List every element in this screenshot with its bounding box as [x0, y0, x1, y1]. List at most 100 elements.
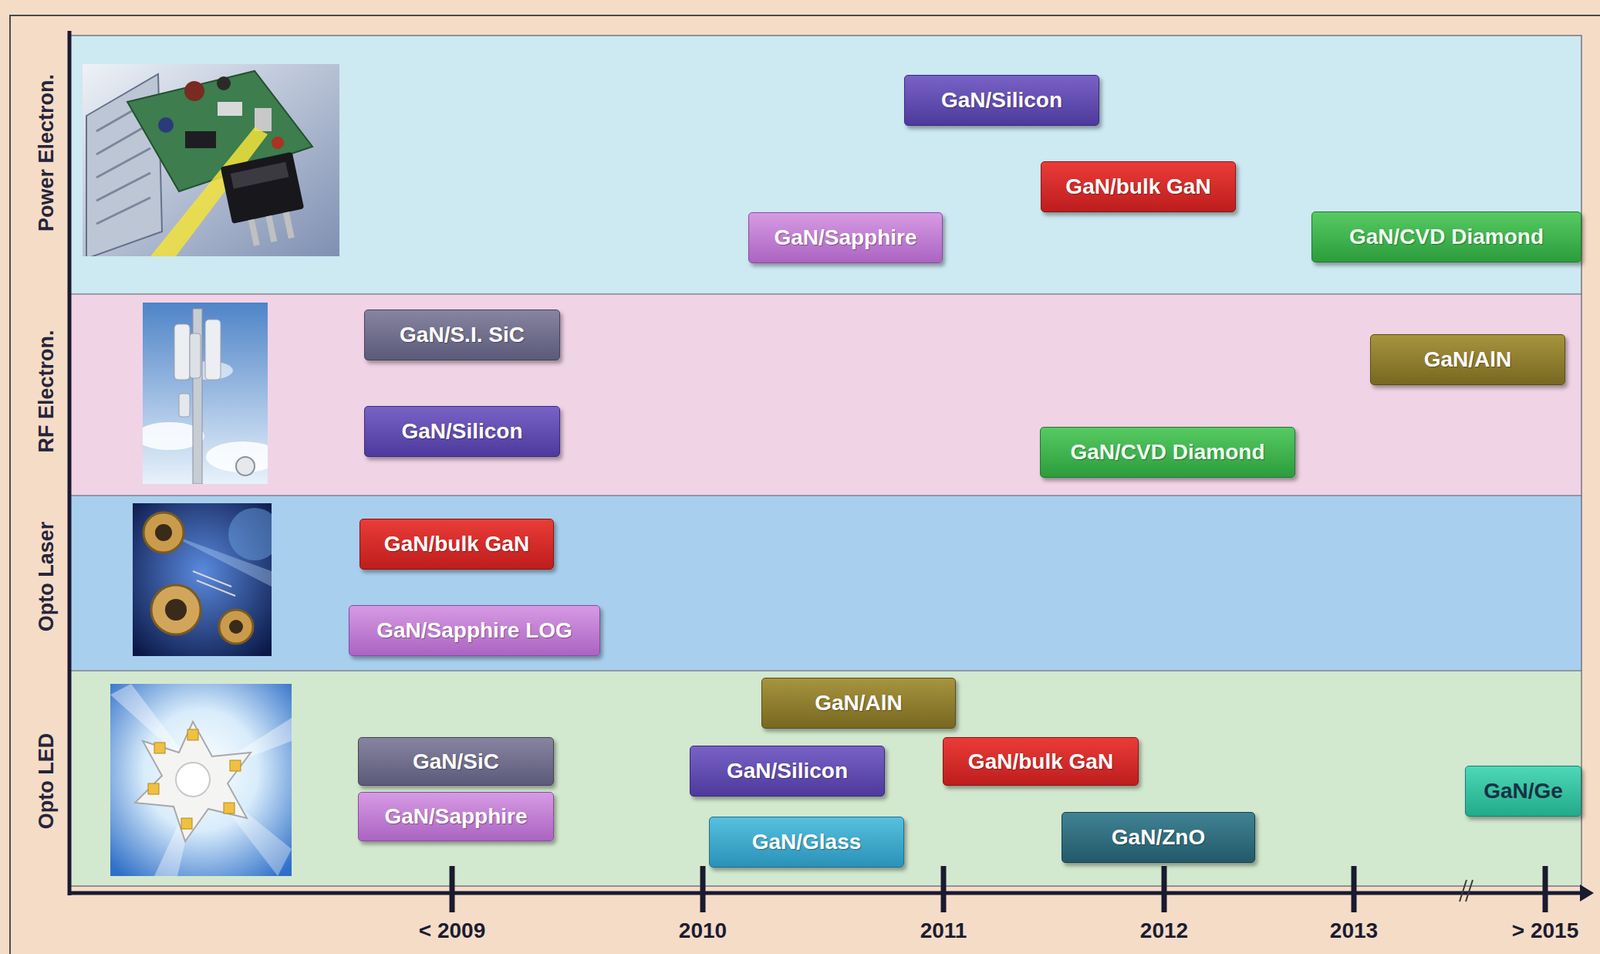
- box-label: GaN/bulk GaN: [968, 749, 1114, 774]
- substrate-box: GaN/Sapphire: [748, 212, 943, 264]
- technology-band: RF Electron.GaN/S.I. SiCGaN/AlNGaN/Silic…: [69, 293, 1582, 496]
- box-label: GaN/Silicon: [726, 758, 848, 784]
- band-heading: Opto Laser: [34, 521, 59, 632]
- led-photo-part: [154, 742, 166, 753]
- box-label: GaN/bulk GaN: [1065, 174, 1211, 200]
- box-label: GaN/CVD Diamond: [1349, 224, 1544, 250]
- laser-diode-photo-part: [229, 619, 244, 634]
- substrate-box: GaN/Silicon: [689, 745, 885, 797]
- power-electronics-photo-part: [184, 81, 205, 102]
- box-label: GaN/Silicon: [401, 418, 523, 444]
- substrate-box: GaN/Silicon: [364, 405, 561, 457]
- box-label: GaN/SiC: [412, 749, 500, 774]
- laser-diode-photo: [132, 502, 272, 656]
- axis-year-label: 2012: [1140, 918, 1189, 943]
- box-label: GaN/CVD Diamond: [1070, 439, 1265, 465]
- power-electronics-photo-part: [271, 136, 284, 149]
- time-axis-part: [1579, 884, 1594, 902]
- power-electronics-photo-part-part: [220, 151, 305, 224]
- time-axis-part: [941, 865, 947, 912]
- led-photo-part: [229, 759, 241, 771]
- laser-diode-photo-part: [151, 584, 201, 635]
- axis-year-label: < 2009: [418, 918, 486, 943]
- power-electronics-photo-part-part: [283, 211, 295, 239]
- led-photo-part: [110, 683, 292, 876]
- power-electronics-photo-part: [158, 117, 174, 133]
- band-grounds-part: [69, 293, 1582, 496]
- power-electronics-photo: [82, 64, 340, 257]
- power-electronics-photo-part-part: [248, 219, 260, 247]
- laser-diode-photo-part: [155, 523, 173, 541]
- substrate-box: GaN/Sapphire: [357, 791, 554, 841]
- box-label: GaN/ZnO: [1111, 824, 1206, 850]
- substrate-box: GaN/Ge: [1464, 765, 1582, 817]
- power-electronics-photo-part-part: [230, 162, 290, 190]
- band-heading: Power Electron.: [34, 74, 59, 232]
- substrate-box: GaN/CVD Diamond: [1039, 426, 1296, 478]
- axis-break-mark: [1459, 879, 1473, 902]
- substrate-box: GaN/Silicon: [904, 74, 1100, 126]
- substrate-box: GaN/CVD Diamond: [1311, 211, 1582, 263]
- band-grounds-part: [69, 293, 1582, 294]
- laser-diode-photo-part: [143, 512, 184, 553]
- band-grounds-part: [69, 495, 1582, 671]
- band-grounds-part: [69, 494, 1582, 496]
- time-axis-part: [1542, 865, 1549, 912]
- substrate-box: GaN/Glass: [708, 816, 905, 868]
- rf-antenna-photo-part: [205, 319, 221, 380]
- laser-diode-photo-part: [228, 507, 272, 561]
- substrate-box: GaN/Sapphire LOG: [348, 604, 601, 656]
- box-label: GaN/Sapphire: [384, 803, 527, 829]
- substrate-box: GaN/bulk GaN: [1040, 161, 1236, 213]
- box-label: GaN/Sapphire LOG: [376, 617, 573, 643]
- time-axis-part: [1161, 865, 1168, 912]
- box-label: GaN/Ge: [1483, 778, 1563, 804]
- substrate-box: GaN/AlN: [761, 677, 956, 729]
- rf-antenna-photo: [142, 302, 268, 484]
- box-label: GaN/Sapphire: [773, 225, 917, 250]
- laser-diode-photo-part: [165, 598, 187, 621]
- laser-diode-photo-part: [219, 609, 254, 644]
- time-axis-part: [1351, 865, 1357, 912]
- technology-band: Opto LEDGaN/AlNGaN/SiCGaN/SiliconGaN/bul…: [69, 670, 1582, 886]
- band-heading: Opto LED: [34, 732, 59, 829]
- substrate-box: GaN/ZnO: [1061, 811, 1256, 863]
- band-grounds-part: [69, 669, 1582, 671]
- power-electronics-photo-part: [217, 101, 243, 116]
- axis-break-mark-part: [1465, 879, 1473, 902]
- power-electronics-photo-part: [220, 151, 311, 250]
- band-grounds-part: [69, 35, 1582, 886]
- rf-antenna-photo-part: [189, 333, 201, 379]
- rf-antenna-photo-part: [174, 324, 190, 380]
- led-photo-part: [181, 817, 193, 829]
- axis-year-label: 2010: [678, 918, 727, 943]
- band-grounds-part: [69, 670, 1582, 886]
- band-grounds: [69, 35, 1582, 886]
- substrate-box: GaN/bulk GaN: [942, 736, 1139, 786]
- box-label: GaN/bulk GaN: [384, 531, 530, 557]
- box-label: GaN/Glass: [752, 829, 862, 855]
- technology-band: Opto LaserGaN/bulk GaNGaN/Sapphire LOG: [69, 495, 1582, 671]
- led-photo-part: [175, 762, 210, 797]
- band-heading: RF Electron.: [34, 329, 59, 453]
- page-frame-part: [10, 15, 1600, 954]
- substrate-box: GaN/S.I. SiC: [364, 309, 561, 361]
- substrate-box: GaN/AlN: [1370, 334, 1566, 385]
- time-axis-part: [700, 865, 706, 912]
- time-axis-part: [449, 865, 456, 912]
- box-label: GaN/AlN: [1424, 347, 1513, 372]
- technology-band: Power Electron.GaN/SiliconGaN/bulk GaNGa…: [69, 35, 1582, 294]
- power-electronics-photo-part: [185, 131, 217, 149]
- box-label: GaN/S.I. SiC: [399, 322, 525, 348]
- rf-antenna-photo-part: [236, 456, 255, 476]
- led-photo-part: [187, 729, 199, 740]
- time-axis: [67, 30, 1594, 912]
- axis-year-label: > 2015: [1512, 918, 1579, 943]
- box-label: GaN/Silicon: [941, 87, 1063, 113]
- led-photo-part: [148, 783, 159, 794]
- rf-antenna-photo-part: [178, 393, 190, 417]
- band-grounds-part: [69, 35, 1582, 294]
- power-electronics-photo-part-part: [265, 215, 277, 243]
